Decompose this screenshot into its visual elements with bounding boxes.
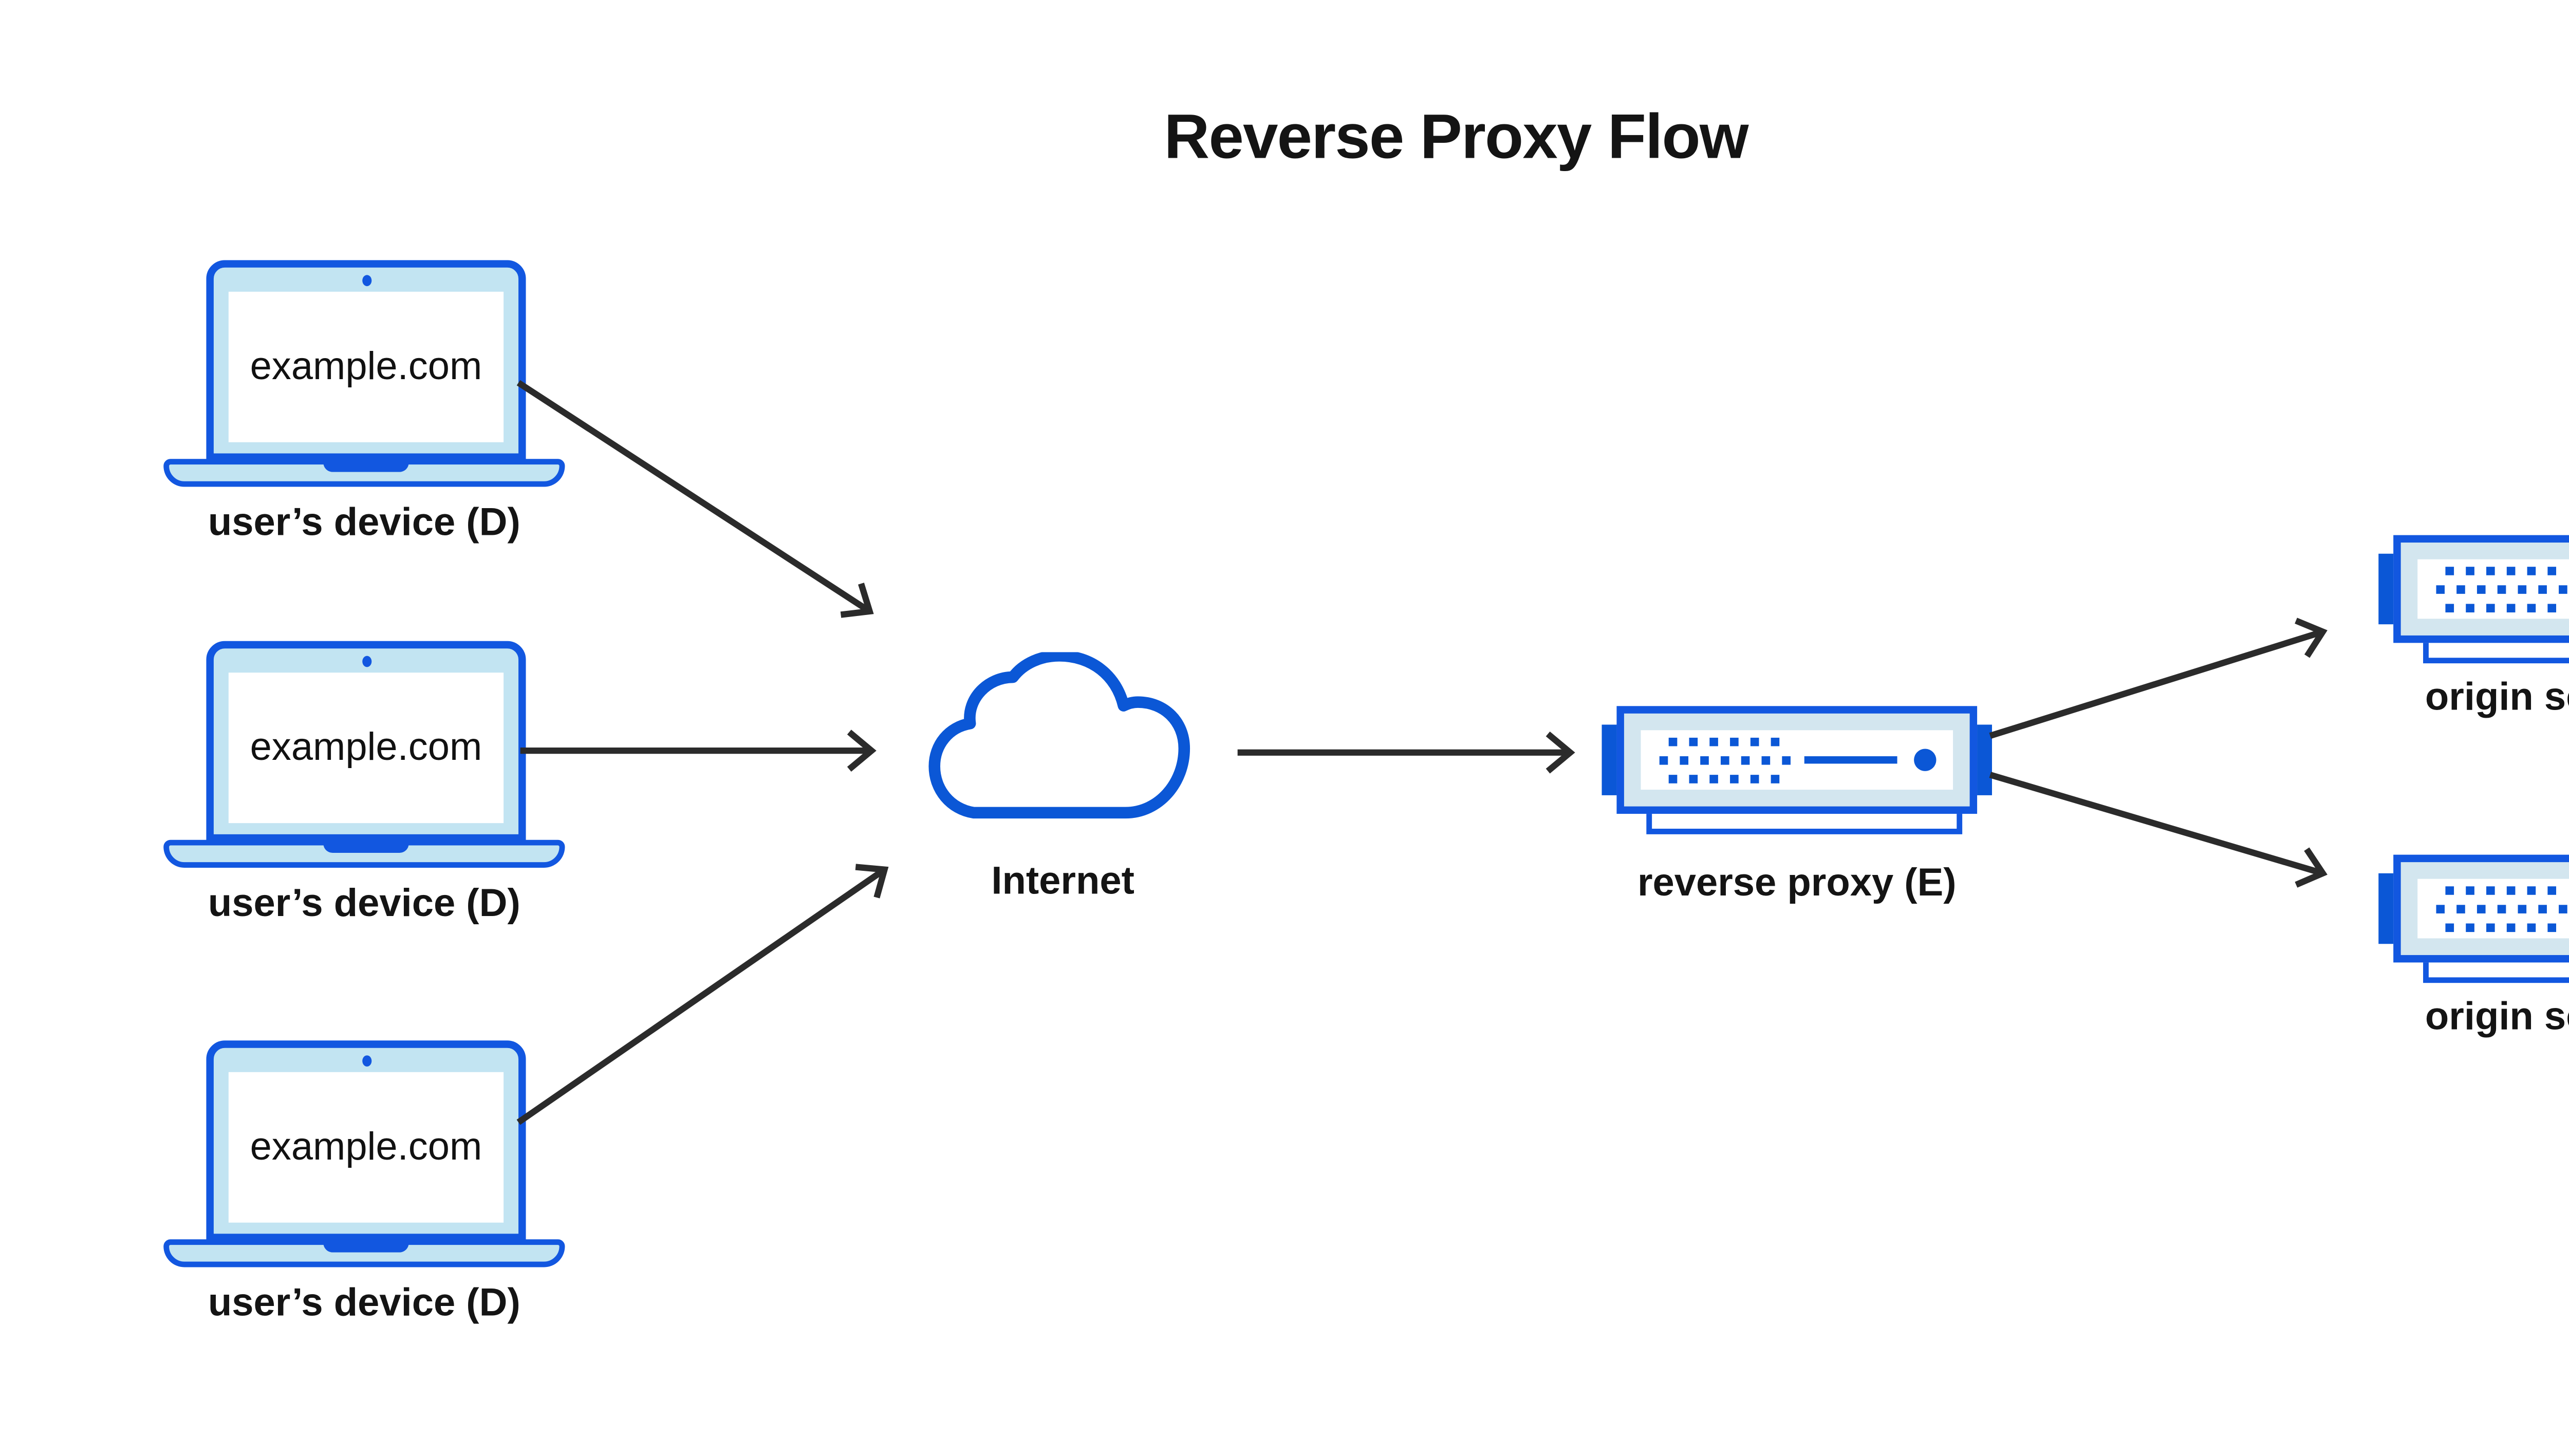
laptop-icon: example.com (206, 641, 526, 842)
vent-pattern-icon (2436, 566, 2567, 612)
user-device-node-2: example.com user’s device (D) (163, 641, 565, 939)
vent-pattern-icon (1659, 736, 1791, 782)
laptop-notch (323, 1239, 409, 1253)
laptop-icon: example.com (206, 1040, 526, 1241)
server-faceplate (2417, 879, 2569, 939)
laptop-screen: example.com (228, 1072, 504, 1223)
laptop-notch (323, 839, 409, 853)
reverse-proxy-node: reverse proxy (E) (1602, 706, 1992, 910)
arrow-proxy-to-origin1 (1989, 618, 2328, 739)
arrow-proxy-to-origin2 (1989, 772, 2328, 888)
page-title: Reverse Proxy Flow (1164, 102, 1749, 173)
reverse-proxy-label: reverse proxy (E) (1637, 862, 1957, 905)
user-device-label-3: user’s device (D) (208, 1282, 520, 1325)
screen-url-text: example.com (250, 1125, 482, 1168)
laptop-screen: example.com (228, 673, 504, 824)
laptop-icon: example.com (206, 260, 526, 461)
origin-server-label-1: origin server (F) (2425, 676, 2569, 719)
vent-pattern-icon (2436, 885, 2567, 931)
screen-url-text: example.com (250, 344, 482, 388)
camera-dot-icon (361, 656, 371, 667)
server-icon (2393, 535, 2569, 643)
screen-url-text: example.com (250, 725, 482, 769)
origin-server-node-1: origin server (F) (2378, 535, 2569, 740)
laptop-screen: example.com (228, 291, 504, 442)
user-device-node-1: example.com user’s device (D) (163, 260, 565, 557)
server-faceplate (2417, 559, 2569, 619)
internet-label: Internet (991, 860, 1134, 903)
arrow-device1-to-internet (516, 380, 874, 618)
user-device-node-3: example.com user’s device (D) (163, 1040, 565, 1338)
laptop-notch (323, 459, 409, 472)
server-faceplate (1641, 730, 1953, 790)
camera-dot-icon (361, 1055, 371, 1067)
cloud-icon (928, 652, 1190, 819)
camera-dot-icon (361, 275, 371, 286)
user-device-label-2: user’s device (D) (208, 882, 520, 926)
origin-server-node-2: origin server (F) (2378, 854, 2569, 1059)
user-device-label-1: user’s device (D) (208, 501, 520, 545)
server-icon (2393, 854, 2569, 963)
server-slot-line (1804, 756, 1897, 764)
power-dot-icon (1914, 749, 1937, 771)
origin-server-label-2: origin server (F) (2425, 996, 2569, 1039)
server-icon (1616, 706, 1978, 814)
